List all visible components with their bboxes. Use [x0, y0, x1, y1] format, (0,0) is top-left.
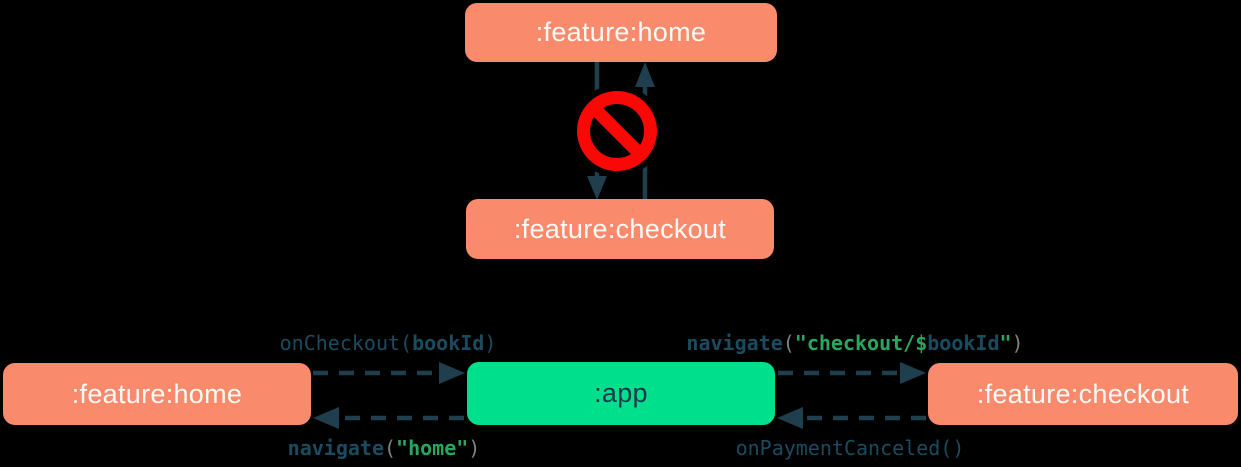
module-label: :feature:checkout	[976, 378, 1190, 409]
module-box-app: :app	[467, 362, 775, 425]
paren: )	[484, 331, 497, 355]
label-oncheckout-call: onCheckout(bookId)	[138, 332, 638, 354]
string-literal: "checkout/	[794, 331, 916, 355]
paren: (	[400, 331, 413, 355]
arrow-checkout-to-app	[777, 407, 926, 429]
paren: )	[468, 436, 481, 460]
arrow-home-to-app	[313, 362, 465, 384]
module-label: :feature:home	[535, 17, 707, 47]
label-navigate-home-call: navigate("home")	[134, 437, 634, 459]
string-literal: "	[999, 331, 1012, 355]
module-box-feature-checkout-top: :feature:checkout	[466, 199, 774, 259]
function-name: navigate	[287, 436, 384, 460]
module-label: :feature:checkout	[513, 213, 727, 244]
interpolated-variable: bookId	[927, 331, 1000, 355]
module-box-feature-home-top: :feature:home	[465, 3, 777, 62]
argument: bookId	[412, 331, 485, 355]
arrow-app-to-home	[313, 407, 464, 429]
module-box-feature-home: :feature:home	[3, 363, 311, 425]
label-navigate-checkout-call: navigate("checkout/$bookId")	[605, 332, 1105, 354]
arrow-app-to-checkout	[778, 362, 926, 384]
interpolation-dollar: $	[915, 331, 928, 355]
function-name: onPaymentCanceled	[735, 436, 941, 460]
module-label: :feature:home	[71, 378, 243, 409]
function-name: navigate	[686, 331, 783, 355]
paren: (	[782, 331, 795, 355]
paren: (	[940, 436, 953, 460]
paren: (	[383, 436, 397, 460]
function-name: onCheckout	[279, 331, 401, 355]
string-literal: "home"	[396, 436, 469, 460]
paren: )	[1011, 331, 1024, 355]
module-box-feature-checkout: :feature:checkout	[928, 363, 1238, 425]
label-onpaymentcanceled-call: onPaymentCanceled()	[600, 437, 1100, 459]
paren: )	[952, 436, 965, 460]
no-entry-icon	[571, 85, 663, 177]
module-label: :app	[594, 378, 648, 408]
